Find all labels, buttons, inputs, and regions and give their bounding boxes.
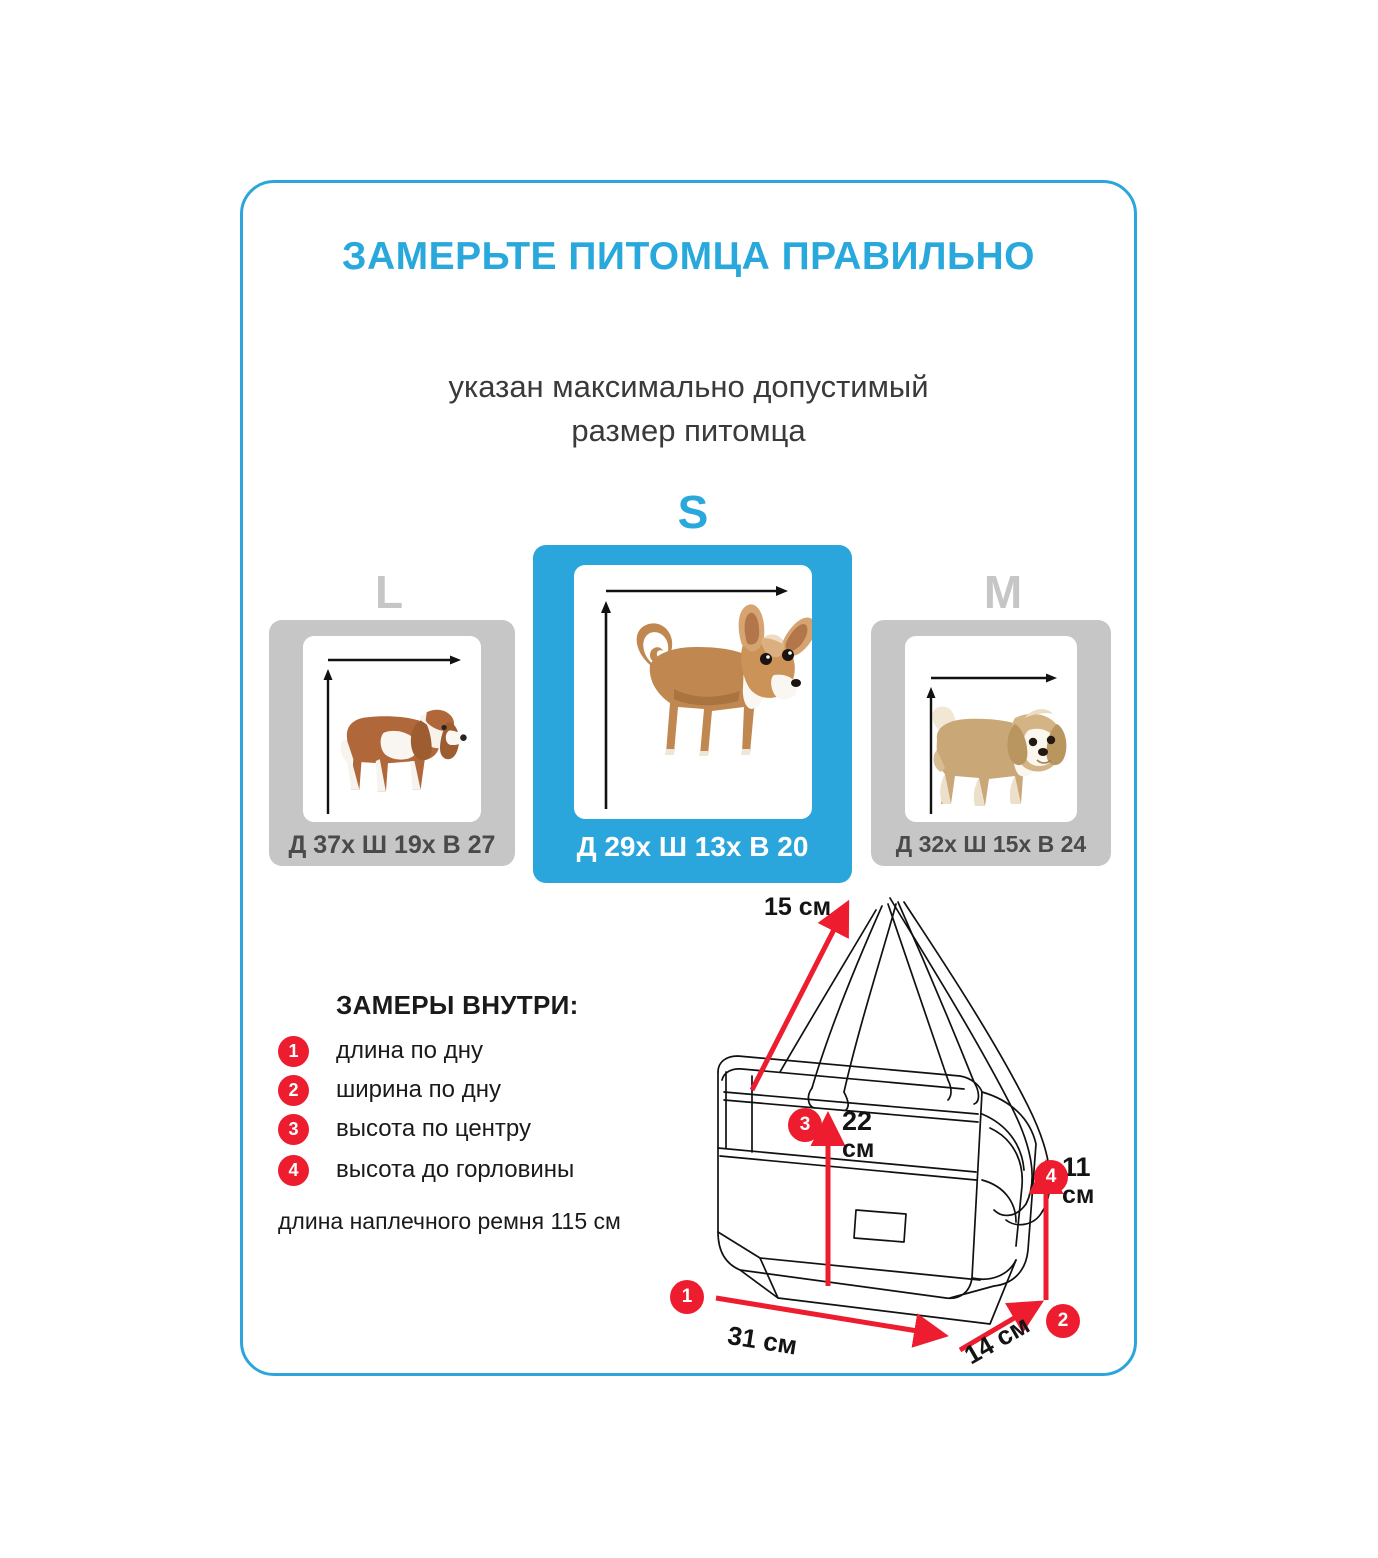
dim-label-height-center-value: 22	[842, 1106, 873, 1136]
list-item-label: высота до горловины	[336, 1156, 575, 1183]
shoulder-strap-note: длина наплечного ремня 115 см	[278, 1208, 621, 1234]
measure-arrows-l	[323, 655, 467, 814]
size-card-m[interactable]: Д 32х Ш 15х В 24	[871, 620, 1111, 866]
size-card-s[interactable]: Д 29х Ш 13х В 20	[533, 545, 852, 883]
size-card-l-dims: Д 37х Ш 19х В 27	[288, 831, 496, 859]
size-card-m-dims: Д 32х Ш 15х В 24	[895, 831, 1087, 857]
dog-illustration-cavalier	[340, 709, 467, 792]
size-card-l[interactable]: Д 37х Ш 19х В 27	[269, 620, 515, 866]
list-item-label: ширина по дну	[336, 1076, 501, 1103]
measurements-heading: ЗАМЕРЫ ВНУТРИ:	[336, 990, 579, 1020]
size-card-s-dims: Д 29х Ш 13х В 20	[576, 831, 809, 862]
arrow-depth-14cm	[958, 1300, 1045, 1353]
size-letter-l: L	[374, 566, 404, 618]
arrow-bottom-31cm	[715, 1295, 949, 1348]
list-item: 2 ширина по дну	[278, 1074, 501, 1106]
measure-arrows-s	[600, 586, 812, 809]
badge-3: 3	[278, 1113, 309, 1145]
bag-badge-3: 3	[788, 1108, 822, 1142]
badge-4: 4	[278, 1154, 309, 1186]
size-letter-s: S	[677, 486, 709, 538]
subtitle-line-2: размер питомца	[571, 413, 806, 448]
arrow-handle-15cm	[749, 899, 850, 1092]
size-card-m-image	[905, 636, 1077, 822]
badge-1: 1	[278, 1035, 309, 1067]
dim-label-height-center-unit: см	[842, 1135, 875, 1163]
list-item: 1 длина по дну	[278, 1035, 483, 1067]
dim-label-neck-unit: см	[1062, 1181, 1095, 1209]
dim-label-height-center: 22 см	[842, 1106, 875, 1163]
list-item: 3 высота по центру	[278, 1113, 531, 1145]
info-card: ЗАМЕРЬТЕ ПИТОМЦА ПРАВИЛЬНО указан максим…	[240, 180, 1137, 1376]
list-item-label: длина по дну	[336, 1037, 483, 1064]
bag-badge-1: 1	[670, 1280, 704, 1314]
dog-illustration-shihtzu	[932, 706, 1067, 806]
list-item: 4 высота до горловины	[278, 1154, 575, 1186]
dimension-arrows	[715, 899, 1064, 1353]
dim-label-neck: 11 см	[1062, 1154, 1095, 1209]
page-title: ЗАМЕРЬТЕ ПИТОМЦА ПРАВИЛЬНО	[342, 235, 1035, 278]
dog-illustration-chihuahua	[636, 604, 812, 756]
list-item-label: высота по центру	[336, 1115, 531, 1142]
badge-2: 2	[278, 1074, 309, 1106]
dim-label-handle: 15 см	[764, 893, 832, 921]
size-card-l-image	[303, 636, 481, 822]
subtitle-line-1: указан максимально допустимый	[448, 369, 929, 404]
bag-badge-2: 2	[1046, 1304, 1080, 1338]
size-card-s-image	[573, 565, 812, 819]
measure-arrows-m	[926, 673, 1067, 814]
bag-badge-4: 4	[1034, 1160, 1068, 1194]
page-subtitle: указан максимально допустимый размер пит…	[243, 365, 1134, 453]
bag-diagram: 15 см 22 см 11 см 31 см 14 см 1 2 3 4	[660, 880, 1130, 1380]
size-letter-m: M	[983, 566, 1023, 618]
